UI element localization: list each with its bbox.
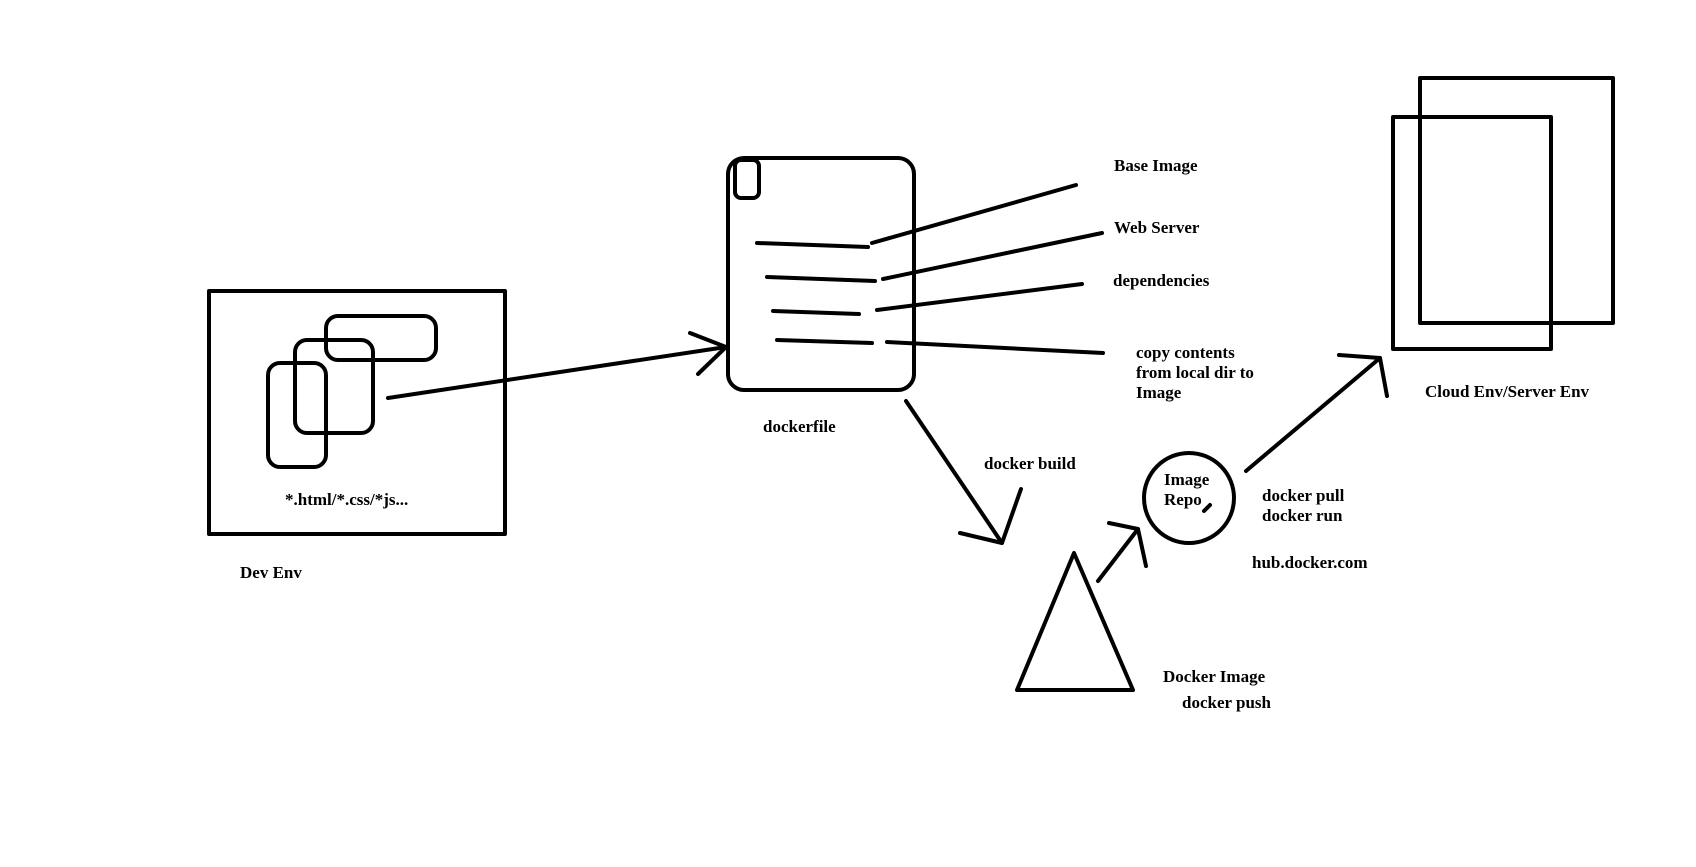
file-icon-middle	[293, 338, 375, 435]
dockerfile-line-2	[765, 275, 877, 283]
image-repo-label-2: Repo	[1164, 490, 1202, 509]
dockerfile-callouts	[870, 183, 1105, 355]
copy-contents-label-1: copy contents	[1136, 343, 1235, 362]
docker-image-label: Docker Image	[1163, 667, 1266, 686]
image-repo-circle	[1142, 451, 1236, 545]
server-box-back	[1418, 76, 1615, 325]
dockerfile-label: dockerfile	[763, 417, 836, 436]
callout-dependencies	[875, 282, 1084, 312]
dockerfile-line-4	[775, 338, 874, 345]
cloud-env-servers	[1391, 76, 1615, 351]
dependencies-label: dependencies	[1113, 271, 1210, 290]
copy-contents-label-2: from local dir to	[1136, 363, 1254, 382]
dev-env-frame	[207, 289, 507, 536]
dockerfile-frame	[726, 156, 916, 392]
docker-image-triangle	[1015, 551, 1135, 692]
arrow-docker-build	[904, 399, 1023, 545]
web-server-label: Web Server	[1114, 218, 1200, 237]
callout-web-server	[881, 231, 1104, 281]
docker-run-label: docker run	[1262, 506, 1343, 525]
dev-env-box: *.html/*.css/*js...	[207, 289, 507, 536]
copy-contents-label-3: Image	[1136, 383, 1182, 402]
dockerfile-line-3	[771, 309, 861, 316]
hub-docker-label: hub.docker.com	[1252, 553, 1368, 572]
docker-build-label: docker build	[984, 454, 1076, 473]
dockerfile-line-1	[755, 241, 870, 249]
docker-push-label: docker push	[1182, 693, 1272, 712]
dockerfile-document	[726, 156, 916, 392]
docker-pull-label: docker pull	[1262, 486, 1345, 505]
callout-copy-contents	[885, 340, 1105, 355]
arrow-docker-pull	[1244, 353, 1389, 473]
image-repo-label-1: Image	[1164, 470, 1210, 489]
cloud-env-label: Cloud Env/Server Env	[1425, 382, 1590, 401]
callout-base-image	[870, 183, 1078, 245]
arrow-dev-to-dockerfile	[386, 331, 728, 400]
dockerfile-corner-tab	[733, 158, 761, 200]
dev-env-label: Dev Env	[240, 563, 302, 582]
arrow-docker-push	[1096, 521, 1148, 583]
image-repo-tick	[1202, 503, 1212, 513]
server-box-front	[1391, 115, 1553, 351]
dev-files-label: *.html/*.css/*js...	[285, 490, 408, 509]
base-image-label: Base Image	[1114, 156, 1198, 175]
file-icon-front	[324, 314, 438, 362]
